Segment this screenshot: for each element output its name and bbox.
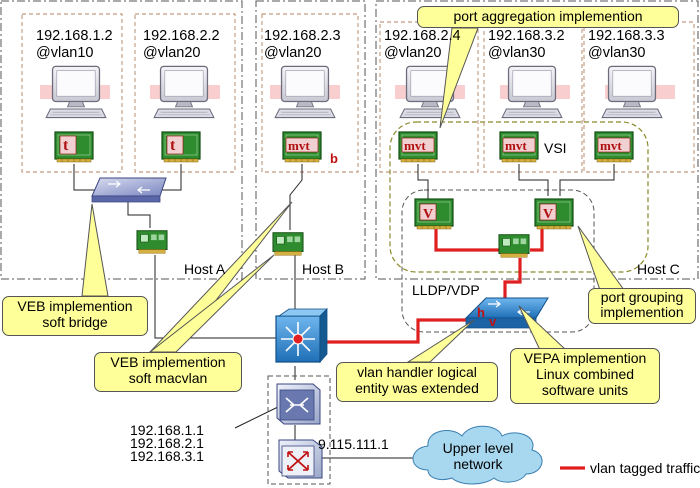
vm-box-2 [134, 13, 236, 173]
svg-text:mvt: mvt [505, 138, 527, 153]
host-c-nic [498, 234, 530, 258]
vm-box-6 [583, 21, 695, 173]
vnic-mvt-3: mvt [282, 131, 322, 163]
vm-vlan-6: @vlan30 [588, 45, 646, 61]
callout-veb-macvlan-line2: soft macvlan [128, 370, 208, 386]
callout-vepa-line2: Linux combined [535, 366, 635, 382]
vnic-mvt-6: mvt [594, 131, 634, 163]
vnic-t-1: t [54, 131, 94, 163]
callout-pointers [81, 27, 625, 363]
vm-vlan-5: @vlan30 [488, 45, 546, 61]
vepa-switch-icon: h v [464, 297, 549, 329]
vm-vlan-1: @vlan10 [36, 45, 94, 61]
vm-box-1 [21, 13, 123, 173]
v-chip-left: V [414, 198, 454, 230]
vm-ip-2: 192.168.2.2 [143, 28, 220, 44]
host-a-nic [136, 230, 168, 254]
upper-network-cloud [412, 425, 543, 485]
b-marker: b [330, 151, 338, 166]
callout-veb-soft-macvlan: VEB implemention soft macvlan [94, 352, 242, 392]
legend-label: vlan tagged traffic [590, 460, 700, 476]
callout-port-grouping: port grouping implemention [588, 288, 696, 324]
vlan-tagged-links [322, 228, 585, 470]
router-icon [278, 439, 323, 479]
v-chip-right: V [534, 198, 574, 230]
vm-box-3 [261, 13, 359, 173]
vm-boxes [21, 13, 695, 173]
cloud-label: Upper level network [430, 440, 526, 472]
vm-computer-icon [274, 65, 336, 119]
callout-port-grouping-line1: port grouping [600, 289, 684, 305]
svg-text:mvt: mvt [600, 138, 622, 153]
svg-text:mvt: mvt [404, 138, 426, 153]
vm-computer-icon [45, 65, 107, 119]
host-c-box [375, 0, 699, 280]
svg-text:v: v [489, 314, 497, 329]
gateway-ip-1: 192.168.1.1 [130, 422, 204, 438]
router-ip: 9.115.111.1 [318, 436, 389, 452]
host-a-label: Host A [184, 261, 226, 277]
vm-vlan-4: @vlan20 [384, 45, 442, 61]
vsi-label: VSI [544, 140, 567, 156]
svg-text:t: t [170, 137, 176, 154]
host-c-label: Host C [637, 261, 680, 277]
callout-veb-soft-bridge: VEB implemention soft bridge [2, 296, 148, 336]
cloud-label-line1: Upper level [442, 440, 514, 456]
vm-ip-3: 192.168.2.3 [264, 28, 341, 44]
vm-ip-4: 192.168.2.4 [384, 28, 461, 44]
vm-vlan-3: @vlan20 [264, 45, 322, 61]
svg-text:mvt: mvt [288, 138, 310, 153]
vm-ip-5: 192.168.3.2 [488, 28, 565, 44]
host-b-label: Host B [302, 261, 345, 277]
callout-vepa: VEPA implemention Linux combined softwar… [510, 348, 660, 404]
callout-veb-bridge-line1: VEB implemention [17, 298, 133, 314]
svg-text:h: h [477, 305, 485, 320]
gateway-box [267, 375, 331, 485]
callout-vlan-handler: vlan handler logical entity was extended [336, 362, 498, 402]
vm-computer-icon [501, 65, 563, 119]
callout-port-aggregation-text: port aggregation implemention [453, 8, 643, 24]
vnic-t-2: t [161, 131, 201, 163]
thin-links [73, 164, 615, 459]
svg-text:V: V [543, 207, 553, 222]
gateway-ip-2: 192.168.2.1 [130, 435, 204, 451]
vepa-region [401, 189, 595, 333]
svg-text:t: t [63, 137, 69, 154]
callout-veb-bridge-line2: soft bridge [42, 314, 108, 330]
callout-port-grouping-line2: implemention [600, 304, 684, 320]
soft-bridge-icon [91, 177, 167, 203]
vm-computer-icon [601, 65, 663, 119]
callout-vepa-line1: VEPA implemention [523, 350, 647, 366]
core-switch-icon [275, 308, 328, 364]
vnic-mvt-5: mvt [499, 131, 539, 163]
vm-computer-icon [153, 65, 215, 119]
vm-ip-1: 192.168.1.2 [36, 28, 113, 44]
vm-vlan-2: @vlan20 [143, 45, 201, 61]
callout-port-aggregation: port aggregation implemention [417, 6, 679, 28]
gateway-ip-3: 192.168.3.1 [130, 448, 204, 464]
callout-vlan-handler-line1: vlan handler logical [357, 364, 477, 380]
svg-text:V: V [423, 207, 433, 222]
gateway-bridge-icon [276, 383, 321, 425]
vnic-mvt-4: mvt [398, 131, 438, 163]
lldp-vdp-label: LLDP/VDP [412, 282, 480, 298]
cloud-label-line2: network [453, 456, 503, 472]
host-b-box [255, 0, 366, 280]
host-a-box [0, 0, 243, 280]
vm-ip-6: 192.168.3.3 [588, 28, 665, 44]
host-b-nic [272, 232, 304, 256]
callout-vlan-handler-line2: entity was extended [355, 380, 479, 396]
callout-vepa-line3: software units [541, 382, 629, 398]
callout-veb-macvlan-line1: VEB implemention [110, 354, 226, 370]
